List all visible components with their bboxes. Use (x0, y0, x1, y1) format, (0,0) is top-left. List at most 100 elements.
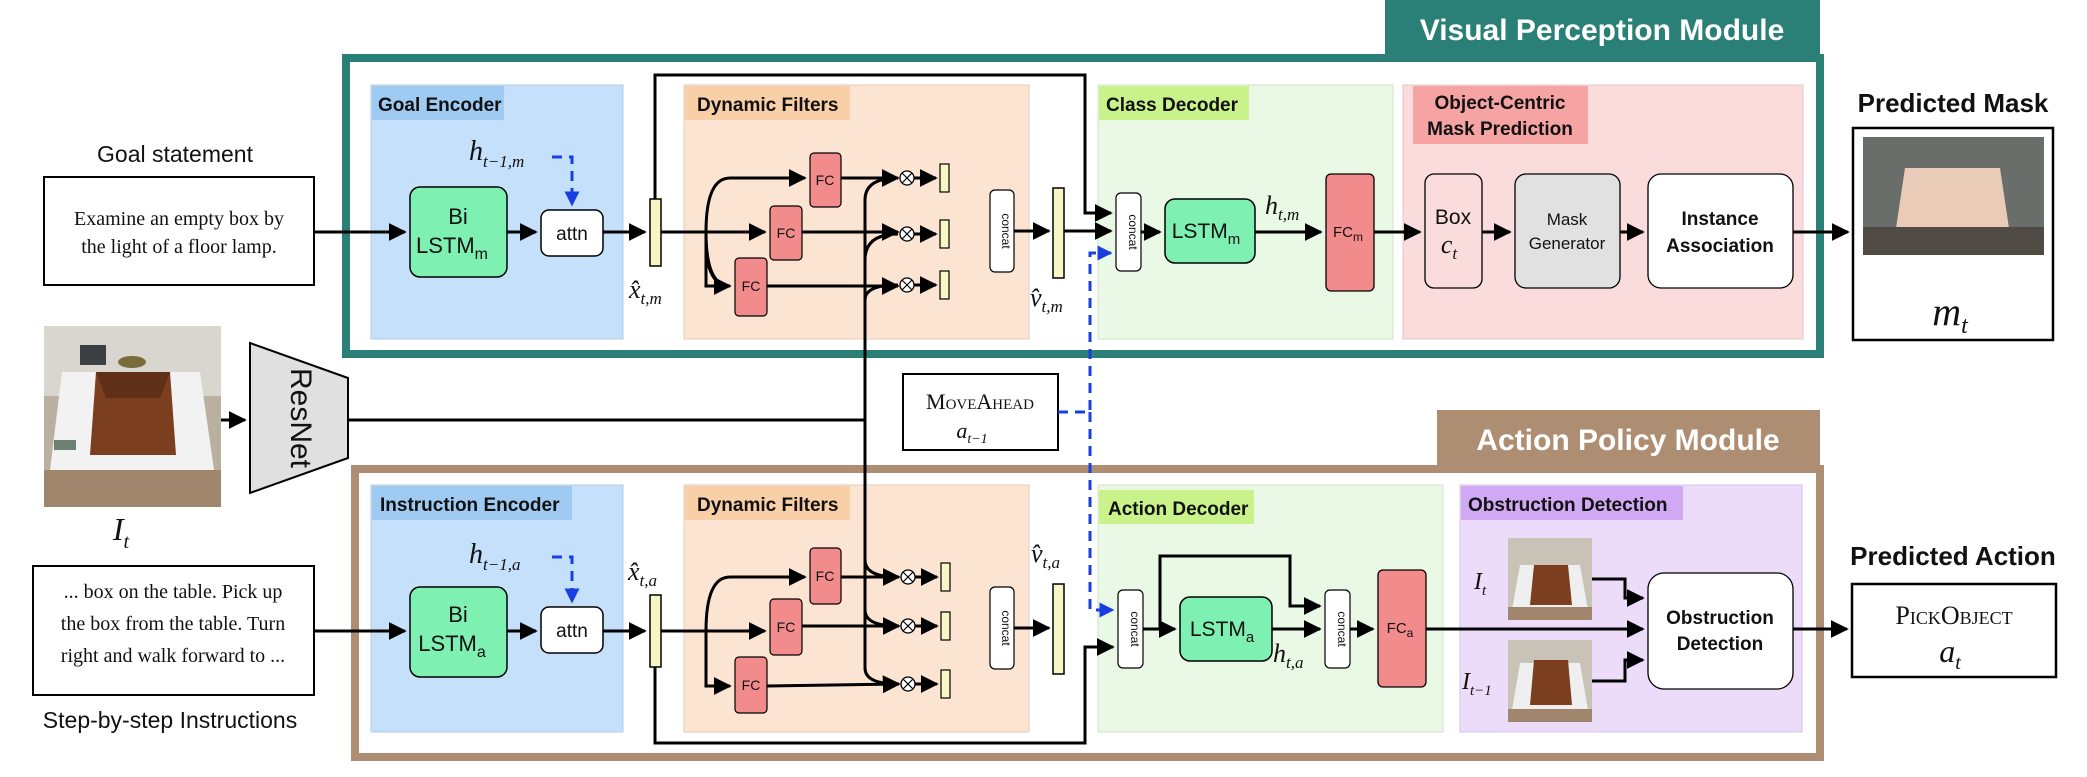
x-hat-a-sub: t,a (640, 571, 657, 590)
bilstm-m-line1: Bi (448, 204, 468, 229)
concat-class-decoder-label: concat (1126, 214, 1140, 250)
prev-action-var: a (956, 418, 967, 443)
h-out-a-sub: t,a (1286, 653, 1303, 672)
instr-line3: right and walk forward to ... (61, 645, 285, 667)
hidden-a-sub: t−1,a (483, 555, 520, 574)
concat-a-filters-label: concat (999, 610, 1013, 646)
svg-text:It−1: It−1 (1461, 669, 1492, 699)
resnet-label: ResNet (284, 368, 317, 469)
predicted-mask-box (1851, 126, 2055, 342)
svg-text:LSTMm: LSTMm (416, 233, 488, 263)
action-decoder-title: Action Decoder (1108, 499, 1249, 520)
bilstm-a-line1: Bi (448, 602, 468, 627)
concat-action-decoder-2-label: concat (1335, 611, 1349, 647)
attn-a-label: attn (556, 621, 588, 642)
v-hat-m-gate (1052, 187, 1065, 279)
bilstm-m-line2: LSTM (416, 233, 475, 258)
gate-a-2 (940, 611, 951, 641)
svg-text:ht−1,a: ht−1,a (469, 539, 520, 574)
hidden-m-sub: t−1,m (483, 152, 524, 171)
h-out-a: h (1273, 639, 1286, 668)
instruction-encoder-title: Instruction Encoder (380, 495, 560, 516)
fc-a-top-label: FC (816, 568, 835, 584)
object-centric-title-line2: Mask Prediction (1427, 119, 1573, 140)
svg-text:It: It (1473, 569, 1487, 599)
concat-action-decoder-1-label: concat (1128, 611, 1142, 647)
multiply-a-1 (900, 569, 916, 585)
gate-m-2 (939, 219, 950, 249)
scene-image-current (44, 326, 221, 507)
gate-m-1 (939, 163, 950, 193)
multiply-m-3 (899, 277, 915, 293)
mask-gen-line2: Generator (1529, 234, 1606, 253)
fc-m-mid-label: FC (777, 225, 796, 241)
concat-m-filters-label: concat (999, 213, 1013, 249)
prev-action-title: MoveAhead (926, 389, 1034, 414)
svg-text:LSTMa: LSTMa (1190, 618, 1255, 646)
goal-encoder-title: Goal Encoder (378, 95, 502, 116)
svg-text:It: It (112, 511, 130, 553)
v-hat-a-sub: t,a (1043, 553, 1060, 572)
fc-a-output-label: FC (1387, 620, 1407, 637)
instance-line1: Instance (1681, 209, 1758, 230)
multiply-m-2 (899, 226, 915, 242)
x-hat-m-sub: t,m (641, 289, 662, 308)
instr-line2: the box from the table. Turn (61, 613, 285, 635)
fc-a-mid-label: FC (777, 619, 796, 635)
goal-text-line2: the light of a floor lamp. (81, 236, 277, 258)
v-hat-m: v̂ (1030, 283, 1042, 312)
mask-generator (1514, 173, 1621, 289)
multiply-m-1 (899, 170, 915, 186)
bilstm-m-sub: m (475, 246, 488, 263)
instructions-box: ... box on the table. Pick up the box fr… (32, 565, 315, 696)
box-label: Box (1435, 206, 1472, 229)
obstruction-image-current (1508, 538, 1592, 620)
bilstm-m-box (409, 186, 508, 278)
fc-m-bot-label: FC (742, 278, 761, 294)
recurrent-connections (552, 155, 1115, 618)
prev-action-sub: t−1 (967, 432, 987, 447)
gate-a-1 (940, 562, 951, 592)
resnet-block: ResNet (249, 341, 349, 495)
svg-text:v̂t,m: v̂t,m (1030, 283, 1063, 316)
x-hat-m: x̂ (628, 275, 641, 304)
h-out-m-sub: t,m (1278, 205, 1299, 224)
box-sub: t (1452, 244, 1458, 263)
fc-a-bot-label: FC (742, 677, 761, 693)
goal-text-line1: Examine an empty box by (74, 208, 284, 230)
svg-text:at: at (1939, 633, 1961, 674)
lstm-m-sub: m (1228, 231, 1241, 248)
action-var: a (1939, 633, 1955, 669)
image-label: I (112, 511, 125, 547)
v-hat-a: v̂ (1031, 539, 1043, 568)
instance-association (1647, 173, 1794, 289)
hidden-m-var: h (469, 136, 483, 167)
svg-text:v̂t,a: v̂t,a (1031, 539, 1060, 572)
obstruction-img2-sub: t−1 (1470, 683, 1492, 699)
fc-m-top (809, 152, 842, 208)
obstruction-box-line1: Obstruction (1666, 608, 1774, 629)
multiply-a-3 (900, 676, 916, 692)
obstruction-box-line2: Detection (1677, 634, 1764, 655)
action-name: PickObject (1895, 601, 2012, 630)
box-var: c (1441, 230, 1453, 259)
visual-module-title: Visual Perception Module (1420, 14, 1785, 47)
goal-statement-box: Examine an empty box by the light of a f… (43, 176, 315, 286)
bilstm-a-sub: a (477, 644, 486, 661)
mask-sub: t (1961, 313, 1969, 339)
x-hat-a-gate (649, 594, 662, 668)
goal-statement-label: Goal statement (97, 141, 254, 167)
svg-text:mt: mt (1932, 289, 1969, 339)
svg-text:FCm: FCm (1333, 224, 1363, 244)
instructions-label: Step-by-step Instructions (43, 707, 297, 733)
svg-text:ht,a: ht,a (1273, 639, 1303, 672)
gate-m-3 (939, 270, 950, 300)
x-hat-m-gate (649, 198, 662, 267)
svg-text:x̂t,m: x̂t,m (628, 275, 662, 308)
image-sub: t (124, 531, 130, 553)
dynamic-filters-title-visual: Dynamic Filters (697, 95, 839, 116)
svg-text:ht,m: ht,m (1265, 191, 1299, 224)
svg-text:LSTMa: LSTMa (418, 631, 486, 661)
attn-m-label: attn (556, 224, 588, 245)
v-hat-m-sub: t,m (1042, 297, 1063, 316)
